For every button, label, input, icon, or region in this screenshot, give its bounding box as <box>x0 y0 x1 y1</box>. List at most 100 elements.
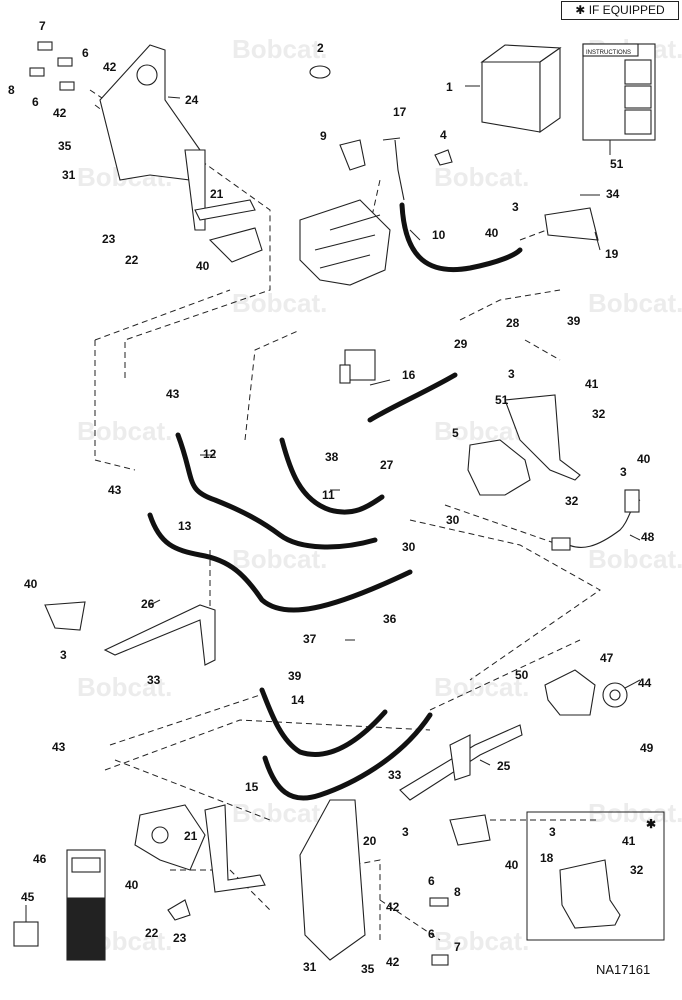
callout: 12 <box>203 447 217 461</box>
callout: 22 <box>145 926 159 940</box>
callout: 35 <box>58 139 72 153</box>
callout: 26 <box>141 597 155 611</box>
if-equipped-text: IF EQUIPPED <box>588 3 665 17</box>
callout: 35 <box>361 962 375 976</box>
callout: 1 <box>446 80 453 94</box>
hydraulic-hoses <box>147 202 523 801</box>
callout: 30 <box>446 513 460 527</box>
callout: 19 <box>605 247 619 261</box>
callout: 40 <box>125 878 139 892</box>
callout: 3 <box>512 200 519 214</box>
callout: 18 <box>540 851 554 865</box>
callout: 37 <box>303 632 317 646</box>
callout: 36 <box>383 612 397 626</box>
svg-text:Bobcat.: Bobcat. <box>77 416 172 446</box>
callout: 46 <box>33 852 47 866</box>
callout: 7 <box>454 940 461 954</box>
callout: 40 <box>505 858 519 872</box>
hose-12 <box>175 432 378 550</box>
parts-line-art: INSTRUCTIONS <box>13 41 665 966</box>
callout: 15 <box>245 780 259 794</box>
callout: 23 <box>102 232 116 246</box>
callout: 24 <box>185 93 199 107</box>
callout-labels: 7 6 42 8 6 42 24 35 31 21 23 22 40 2 1 5… <box>8 19 656 976</box>
callout: 8 <box>454 885 461 899</box>
svg-text:Bobcat.: Bobcat. <box>434 926 529 956</box>
callout: 42 <box>386 955 400 969</box>
callout: 31 <box>303 960 317 974</box>
callout: 40 <box>485 226 499 240</box>
callout: 40 <box>196 259 210 273</box>
callout: 3 <box>508 367 515 381</box>
callout: 32 <box>592 407 606 421</box>
callout: 4 <box>440 128 447 142</box>
callout: 47 <box>600 651 614 665</box>
svg-text:Bobcat.: Bobcat. <box>232 34 327 64</box>
callout: 10 <box>432 228 446 242</box>
callout: 51 <box>495 393 509 407</box>
callout: 21 <box>184 829 198 843</box>
hose-13 <box>147 512 413 613</box>
callout: 6 <box>32 95 39 109</box>
callout: 3 <box>60 648 67 662</box>
callout: 51 <box>610 157 624 171</box>
callout: 3 <box>402 825 409 839</box>
callout: 42 <box>103 60 117 74</box>
svg-text:Bobcat.: Bobcat. <box>434 162 529 192</box>
callout: 2 <box>317 41 324 55</box>
svg-text:Bobcat.: Bobcat. <box>588 288 682 318</box>
svg-text:Bobcat.: Bobcat. <box>588 798 682 828</box>
callout: 28 <box>506 316 520 330</box>
callout: 6 <box>428 874 435 888</box>
callout: 17 <box>393 105 407 119</box>
callout: 40 <box>637 452 651 466</box>
callout: 16 <box>402 368 416 382</box>
star-icon: ✱ <box>575 3 586 17</box>
svg-text:Bobcat.: Bobcat. <box>232 798 327 828</box>
callout: 39 <box>288 669 302 683</box>
callout: 43 <box>108 483 122 497</box>
svg-text:Bobcat.: Bobcat. <box>434 672 529 702</box>
callout: 13 <box>178 519 192 533</box>
callout: 20 <box>363 834 377 848</box>
callout: 40 <box>24 577 38 591</box>
callout: 8 <box>8 83 15 97</box>
drawing-number: NA17161 <box>596 962 651 977</box>
svg-text:Bobcat.: Bobcat. <box>232 544 327 574</box>
hose-10 <box>399 202 523 273</box>
callout: 34 <box>606 187 620 201</box>
callout: 39 <box>567 314 581 328</box>
callout: 22 <box>125 253 139 267</box>
callout: 33 <box>147 673 161 687</box>
svg-text:Bobcat.: Bobcat. <box>232 288 327 318</box>
callout: 33 <box>388 768 402 782</box>
hose-16 <box>367 372 458 423</box>
hose-14 <box>259 687 388 757</box>
hose-15 <box>262 712 433 801</box>
callout: 11 <box>322 488 335 502</box>
callout: 32 <box>565 494 579 508</box>
callout: 43 <box>166 387 180 401</box>
callout: 7 <box>39 19 46 33</box>
instructions-title: INSTRUCTIONS <box>586 50 631 56</box>
callout: 43 <box>52 740 66 754</box>
callout: 14 <box>291 693 305 707</box>
callout: 9 <box>320 129 327 143</box>
callout: 21 <box>210 187 224 201</box>
callout: 38 <box>325 450 339 464</box>
callout: 44 <box>638 676 652 690</box>
callout: 45 <box>21 890 35 904</box>
callout: 48 <box>641 530 655 544</box>
svg-text:Bobcat.: Bobcat. <box>77 672 172 702</box>
callout: 27 <box>380 458 394 472</box>
callout: 31 <box>62 168 76 182</box>
callout: 32 <box>630 863 644 877</box>
if-equipped-badge: ✱ IF EQUIPPED <box>561 1 679 20</box>
callout: 50 <box>515 668 529 682</box>
callout: 3 <box>549 825 556 839</box>
callout: 5 <box>452 426 459 440</box>
callout: 29 <box>454 337 468 351</box>
callout: 3 <box>620 465 627 479</box>
callout: 25 <box>497 759 511 773</box>
callout: 41 <box>585 377 599 391</box>
